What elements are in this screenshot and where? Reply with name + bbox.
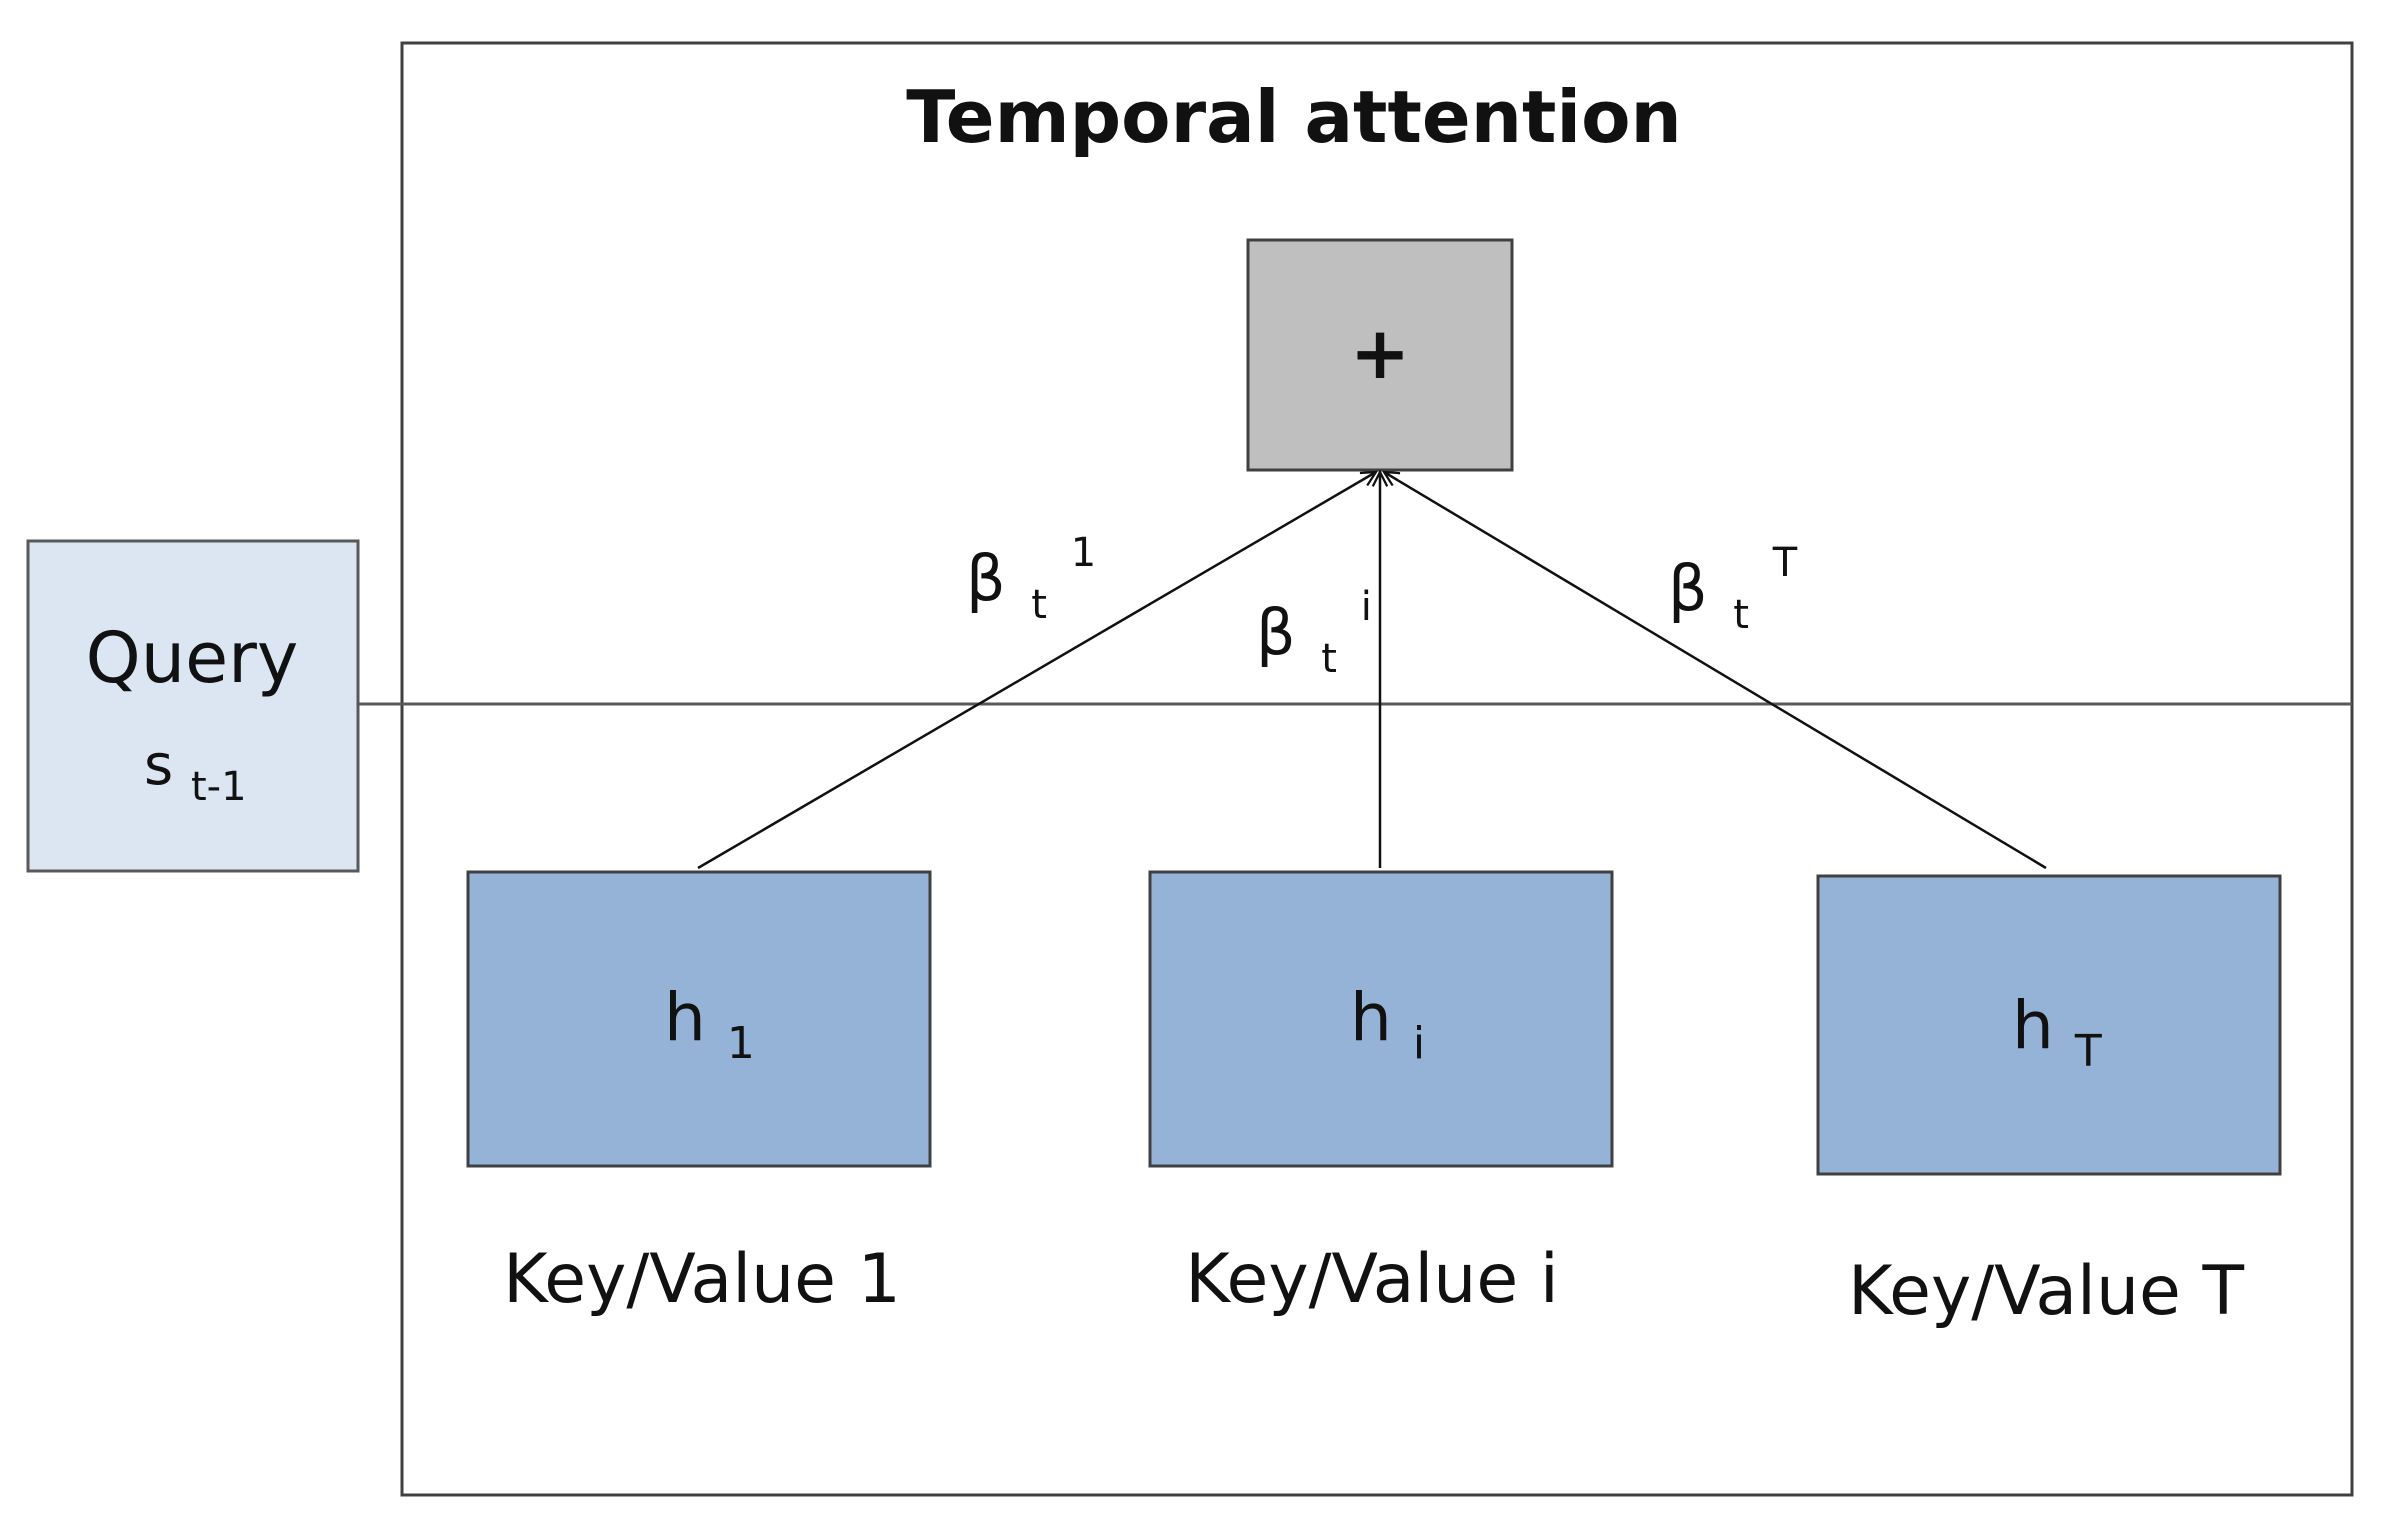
hidden-label-T: h T (2012, 987, 2102, 1077)
hidden-box-1 (466, 870, 932, 1168)
caption-key-value-1: Key/Value 1 (503, 1240, 901, 1319)
hidden-box-i (1148, 870, 1614, 1168)
weight-label-i: β t i (1256, 584, 1372, 687)
arrow-h1-to-sum (697, 472, 1376, 870)
hidden-box-T (1816, 874, 2282, 1176)
weight-label-T: β t T (1668, 540, 1798, 643)
hidden-label-i: h i (1350, 979, 1425, 1069)
query-label: Query (86, 617, 299, 699)
hidden-label-1: h 1 (664, 979, 755, 1069)
sum-symbol: + (1350, 311, 1410, 395)
weight-label-1: β t 1 (966, 530, 1096, 633)
sum-node (1246, 238, 1514, 472)
caption-key-value-T: Key/Value T (1848, 1252, 2245, 1331)
caption-key-value-i: Key/Value i (1185, 1240, 1558, 1319)
query-state: s t-1 (144, 733, 247, 810)
query-box (26, 539, 360, 873)
arrow-hT-to-sum (1384, 472, 2047, 870)
diagram-title: Temporal attention (906, 75, 1682, 159)
